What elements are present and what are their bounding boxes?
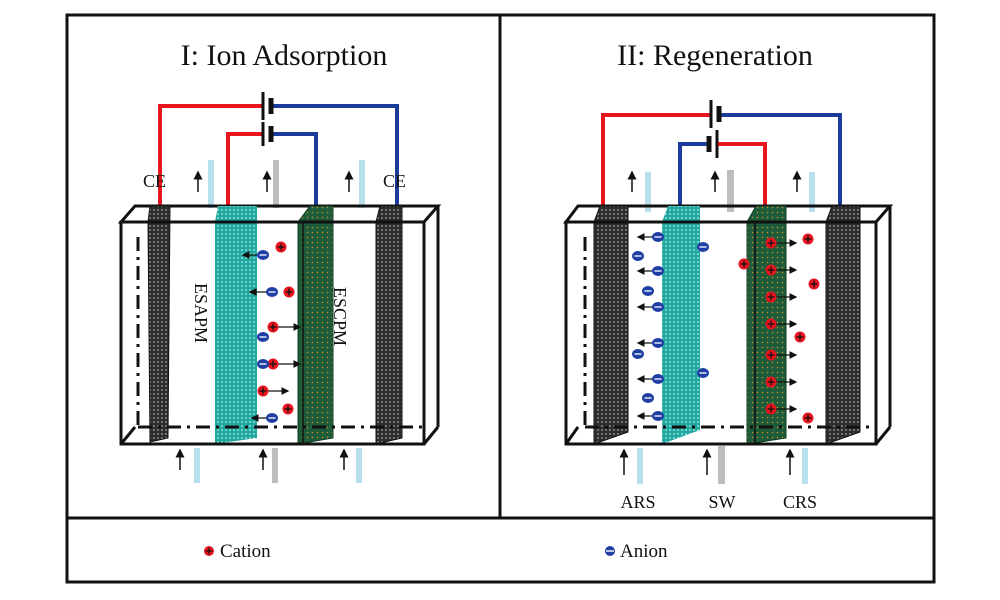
cation-icon [794,331,806,343]
electrode-left [593,205,629,445]
cation-icon [267,321,302,333]
anion-icon [636,338,664,348]
anion-icon [257,359,269,369]
cation-icon [765,376,798,388]
anion-icon [697,368,709,378]
anion-icon [636,302,664,312]
cation-icon [267,358,302,370]
legend: Cation Anion [204,541,668,562]
anion-icon [636,411,664,421]
cation-label: Cation [220,541,271,562]
outlet-pipe [273,160,279,208]
anion-icon [636,266,664,276]
outlet-pipe [208,160,214,208]
cation-icon [765,291,798,303]
inlet-pipe [194,448,200,483]
anion-membrane [215,206,257,444]
cation-icon [282,403,294,415]
anion-icon [241,250,269,260]
ce-label-right: CE [383,171,406,191]
cation-icon [808,278,820,290]
anion-icon [636,232,664,242]
cation-icon [765,264,798,276]
panel-1-inner-circuit [226,122,318,210]
anion-icon [248,287,278,297]
anion-icon [632,251,644,261]
cation-icon [802,412,814,424]
panel-2-cell: ARS SW CRS [563,100,894,512]
inlet-pipe [272,448,278,483]
outlet-pipe [645,172,651,212]
anion-icon [257,332,269,342]
esapm-label: ESAPM [191,283,211,343]
legend-cation: Cation [204,541,271,562]
panel-2-outer-circuit [601,100,842,210]
anion-icon [697,242,709,252]
outlet-pipe [727,170,734,212]
cation-icon [802,233,814,245]
escpm-label: ESCPM [330,287,350,346]
cation-icon [765,403,798,415]
electrode-right [825,205,861,445]
ce-label-left: CE [143,171,166,191]
cation-icon [257,385,290,397]
inlet-pipe [356,448,362,483]
cation-icon [765,349,798,361]
anion-icon [632,349,644,359]
anion-icon [642,286,654,296]
counter-electrode-right [375,205,403,445]
outlet-pipe [809,172,815,212]
anion-icon [642,393,654,403]
anion-membrane [662,206,700,444]
cation-icon [283,286,295,298]
panel-1-ions [241,241,302,423]
cation-membrane [297,205,334,445]
inlet-pipe [802,448,808,484]
sw-label: SW [709,492,736,512]
panel-2-title: II: Regeneration [617,39,813,72]
anion-label: Anion [620,541,668,562]
cation-icon [275,241,287,253]
panel-1-outer-circuit [158,92,399,210]
outlet-pipe [359,160,365,208]
cation-icon [765,237,798,249]
panel-2-ions [632,232,820,424]
legend-anion: Anion [605,541,668,562]
cation-icon [765,318,798,330]
crs-label: CRS [783,492,817,512]
panel-2-inner-circuit [678,130,767,210]
counter-electrode-left [147,205,171,443]
panel-1-title: I: Ion Adsorption [181,39,388,72]
ars-label: ARS [620,492,655,512]
cation-icon [738,258,750,270]
anion-icon [636,374,664,384]
inlet-pipe [637,448,643,484]
inlet-pipe [718,446,725,484]
anion-icon [250,413,278,423]
panel-1-cell: CE CE ESAPM ESCPM [117,92,442,483]
